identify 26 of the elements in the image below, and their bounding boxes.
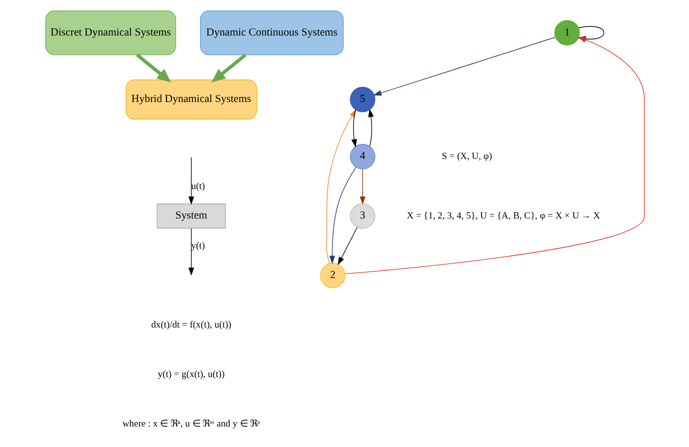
node-circle: 3 <box>349 203 375 229</box>
arrow <box>188 228 194 276</box>
label: y(t) = g(x(t), u(t)) <box>157 370 224 380</box>
node-circle: 4 <box>349 144 375 170</box>
arrow <box>188 157 194 205</box>
arrow <box>328 166 356 264</box>
node-circle: 1 <box>554 20 580 46</box>
arrow <box>210 54 246 82</box>
node-box: System <box>156 204 226 229</box>
label: X = {1, 2, 3, 4, 5}, U = {A, B, C}, φ = X × U → X <box>406 212 600 222</box>
arrow <box>136 54 171 82</box>
node-box: Dynamic Continuous Systems <box>200 10 344 56</box>
arrow <box>359 169 365 205</box>
edge-label: u(t) <box>190 182 204 192</box>
label: S = (X, U, φ) <box>441 152 492 162</box>
arrow <box>372 36 556 96</box>
arrow <box>368 108 374 147</box>
node-box: Hybrid Dynamical Systems <box>125 80 256 120</box>
edge-label: y(t) <box>190 241 204 252</box>
label: dx(t)/dt = f(x(t), u(t)) <box>150 320 231 331</box>
arrow <box>337 227 357 266</box>
node-circle: 2 <box>320 262 346 288</box>
arrow <box>350 110 356 148</box>
node-circle: 5 <box>349 86 375 112</box>
node-box: Discret Dynamical Systems <box>44 10 176 56</box>
label: where : x ∈ ℜⁿ, u ∈ ℜᵐ and y ∈ ℜᵖ <box>122 420 260 430</box>
